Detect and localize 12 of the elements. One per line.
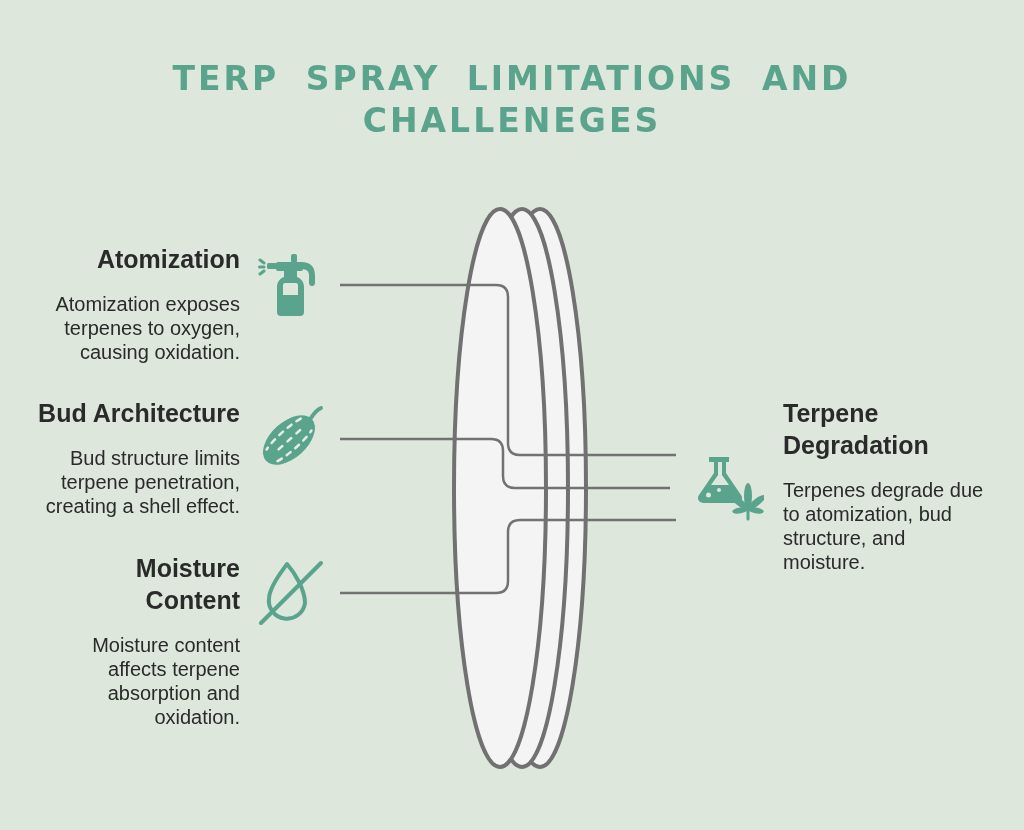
description-text: Bud structure limits terpene penetration, creating a shell effect. xyxy=(44,446,240,518)
description-text: Terpenes degrade due to atomization, bud structure, and moisture. xyxy=(783,478,985,574)
heading: Atomization xyxy=(95,244,240,275)
connector-line xyxy=(340,283,676,457)
heading: Moisture Content xyxy=(134,553,240,616)
connector-line xyxy=(340,437,670,490)
connector-line xyxy=(340,518,676,595)
description-text: Atomization exposes terpenes to oxygen, causing oxidation. xyxy=(54,292,240,364)
heading: Terpene Degradation xyxy=(783,398,930,461)
title: TERP SPRAY LIMITATIONS AND CHALLENEGES xyxy=(171,58,853,142)
description-text: Moisture content affects terpene absorption and oxidation. xyxy=(91,633,240,729)
heading: Bud Architecture xyxy=(37,398,240,429)
